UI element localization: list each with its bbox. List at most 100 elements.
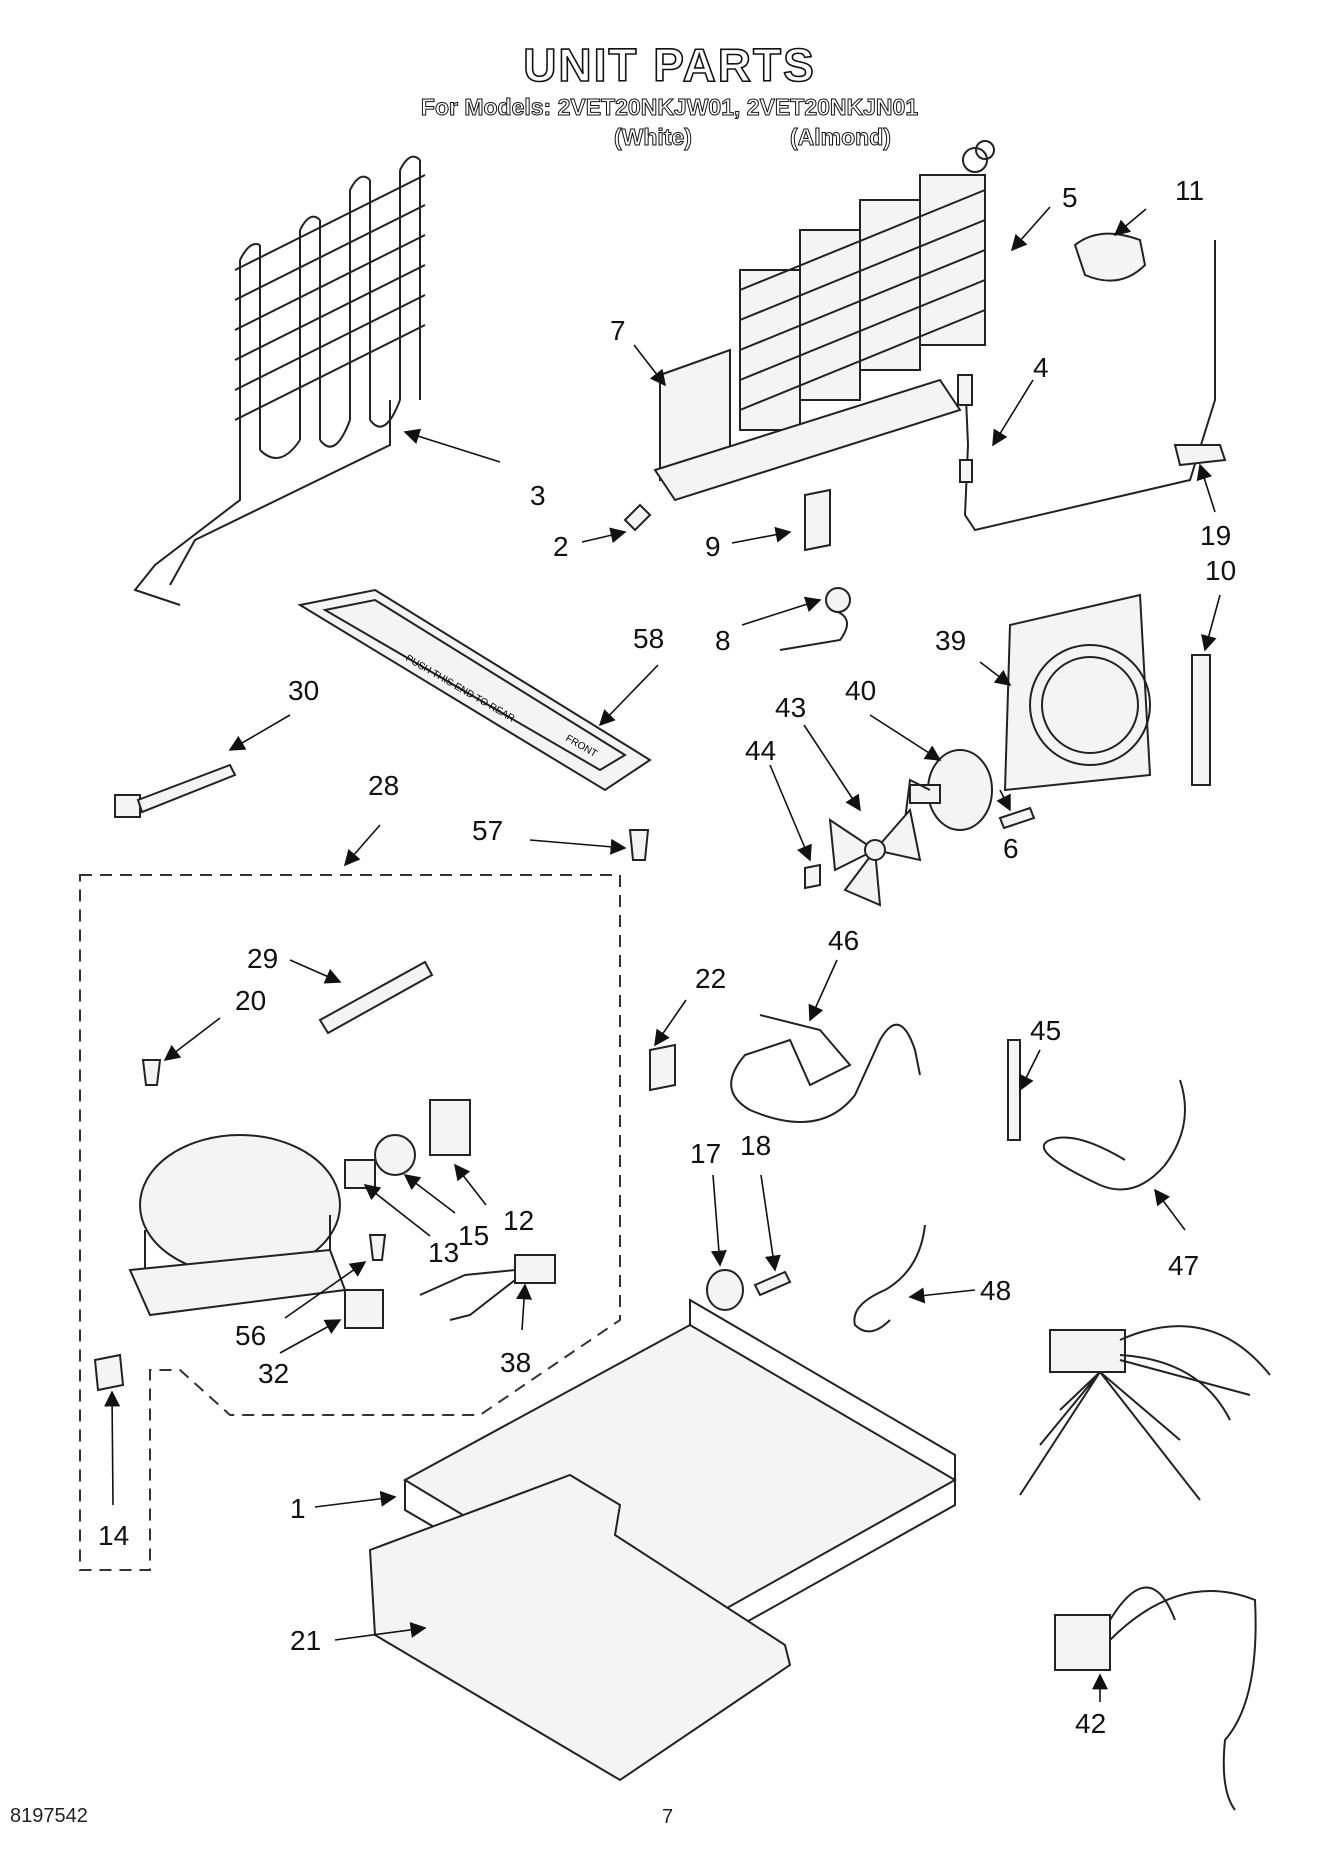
fan-shroud-part [1003, 593, 1152, 792]
grommet-part-14 [93, 1353, 125, 1392]
variant-almond: (Almond) [790, 124, 892, 151]
evaporator-part [739, 140, 995, 431]
wire-harness-part [1019, 1325, 1271, 1811]
leader-44 [769, 764, 812, 862]
callout-45: 45 [1030, 1015, 1061, 1046]
leader-3 [403, 428, 501, 463]
callout-40: 40 [845, 675, 876, 706]
tube-part-46 [730, 1014, 921, 1123]
callout-9: 9 [705, 531, 721, 562]
screw-part-56 [368, 1234, 387, 1261]
leader-30 [228, 714, 291, 751]
leader-4 [992, 379, 1034, 447]
callout-7: 7 [610, 315, 626, 346]
leader-5 [1010, 206, 1051, 252]
filter-drier-part [318, 960, 434, 1035]
clip-part-9 [804, 488, 831, 552]
leader-7 [633, 344, 666, 387]
leader-13 [363, 1184, 431, 1237]
strip-part-10 [1191, 654, 1211, 786]
cable-tie-part [114, 763, 237, 818]
leader-29 [289, 959, 342, 984]
callout-56: 56 [235, 1320, 266, 1351]
relay-cover-part-12 [429, 1099, 471, 1156]
leader-20 [163, 1017, 221, 1061]
pin-part-45 [1007, 1039, 1021, 1141]
callout-48: 48 [980, 1275, 1011, 1306]
leader-15 [403, 1174, 456, 1214]
document-number: 8197542 [10, 1805, 88, 1827]
callout-5: 5 [1062, 182, 1078, 213]
callout-17: 17 [690, 1138, 721, 1169]
callout-46: 46 [828, 925, 859, 956]
fan-blade-part [828, 807, 922, 907]
leader-32 [279, 1319, 342, 1354]
leader-28 [343, 824, 381, 867]
callout-8: 8 [715, 625, 731, 656]
roller-part-17 [706, 1269, 744, 1311]
callout-22: 22 [695, 963, 726, 994]
harness-part-38 [419, 1254, 556, 1321]
heater-part-8 [779, 587, 851, 651]
callout-15: 15 [458, 1220, 489, 1251]
leader-8 [741, 596, 822, 626]
capacitor-part-32 [344, 1289, 384, 1329]
leader-43 [803, 724, 861, 812]
models-line: For Models: 2VET20NKJW01, 2VET20NKJN01 [420, 94, 919, 121]
condenser-coil-part [133, 155, 426, 606]
callout-14: 14 [98, 1520, 129, 1551]
callout-47: 47 [1168, 1250, 1199, 1281]
leader-58 [598, 664, 659, 727]
callout-21: 21 [290, 1625, 321, 1656]
compressor-part [128, 1134, 347, 1317]
leader-18 [760, 1174, 781, 1272]
callout-19: 19 [1200, 520, 1231, 551]
callout-58: 58 [633, 623, 664, 654]
clip-part-19 [1173, 444, 1227, 467]
callout-28: 28 [368, 770, 399, 801]
leader-10 [1201, 594, 1221, 652]
callout-6: 6 [1003, 833, 1019, 864]
callout-2: 2 [553, 531, 569, 562]
callout-29: 29 [247, 943, 278, 974]
clip-part-44 [804, 863, 821, 890]
callout-11: 11 [1175, 175, 1204, 206]
leader-21 [334, 1621, 427, 1641]
callout-32: 32 [258, 1358, 289, 1389]
leader-9 [731, 526, 792, 544]
variant-white: (White) [614, 124, 693, 151]
leader-56 [284, 1261, 367, 1319]
sensor-connector-part [957, 374, 973, 406]
leader-38 [516, 1283, 533, 1331]
screw-part-20 [141, 1059, 162, 1086]
callout-20: 20 [235, 985, 266, 1016]
callout-44: 44 [745, 735, 776, 766]
callout-43: 43 [775, 692, 806, 723]
callout-42: 42 [1075, 1708, 1106, 1739]
leader-17 [710, 1174, 727, 1267]
leader-40 [869, 714, 942, 761]
screw-part-57 [628, 829, 650, 861]
overload-part-15 [374, 1134, 416, 1176]
clip-part-22 [649, 1043, 676, 1092]
leader-11 [1113, 208, 1147, 237]
leader-14 [104, 1390, 121, 1506]
insulation-part-21 [368, 1473, 792, 1782]
leader-6 [996, 789, 1011, 812]
tube-part-48 [853, 1224, 926, 1333]
screw-part-2 [623, 503, 652, 532]
callout-13: 13 [428, 1237, 459, 1268]
leader-48 [908, 1287, 976, 1304]
screw-part-18 [753, 1270, 792, 1297]
callout-39: 39 [935, 625, 966, 656]
callout-18: 18 [740, 1130, 771, 1161]
sensor-wire-part [963, 240, 1216, 532]
page-number: 7 [662, 1806, 674, 1828]
drain-pan-part: PUSH THIS END TO REAR FRONT [297, 588, 652, 792]
evaporator-bracket-part [653, 348, 962, 502]
page-title: UNIT PARTS [522, 38, 816, 92]
leader-2 [581, 527, 627, 544]
fan-motor-part [904, 749, 993, 831]
callout-30: 30 [288, 675, 319, 706]
